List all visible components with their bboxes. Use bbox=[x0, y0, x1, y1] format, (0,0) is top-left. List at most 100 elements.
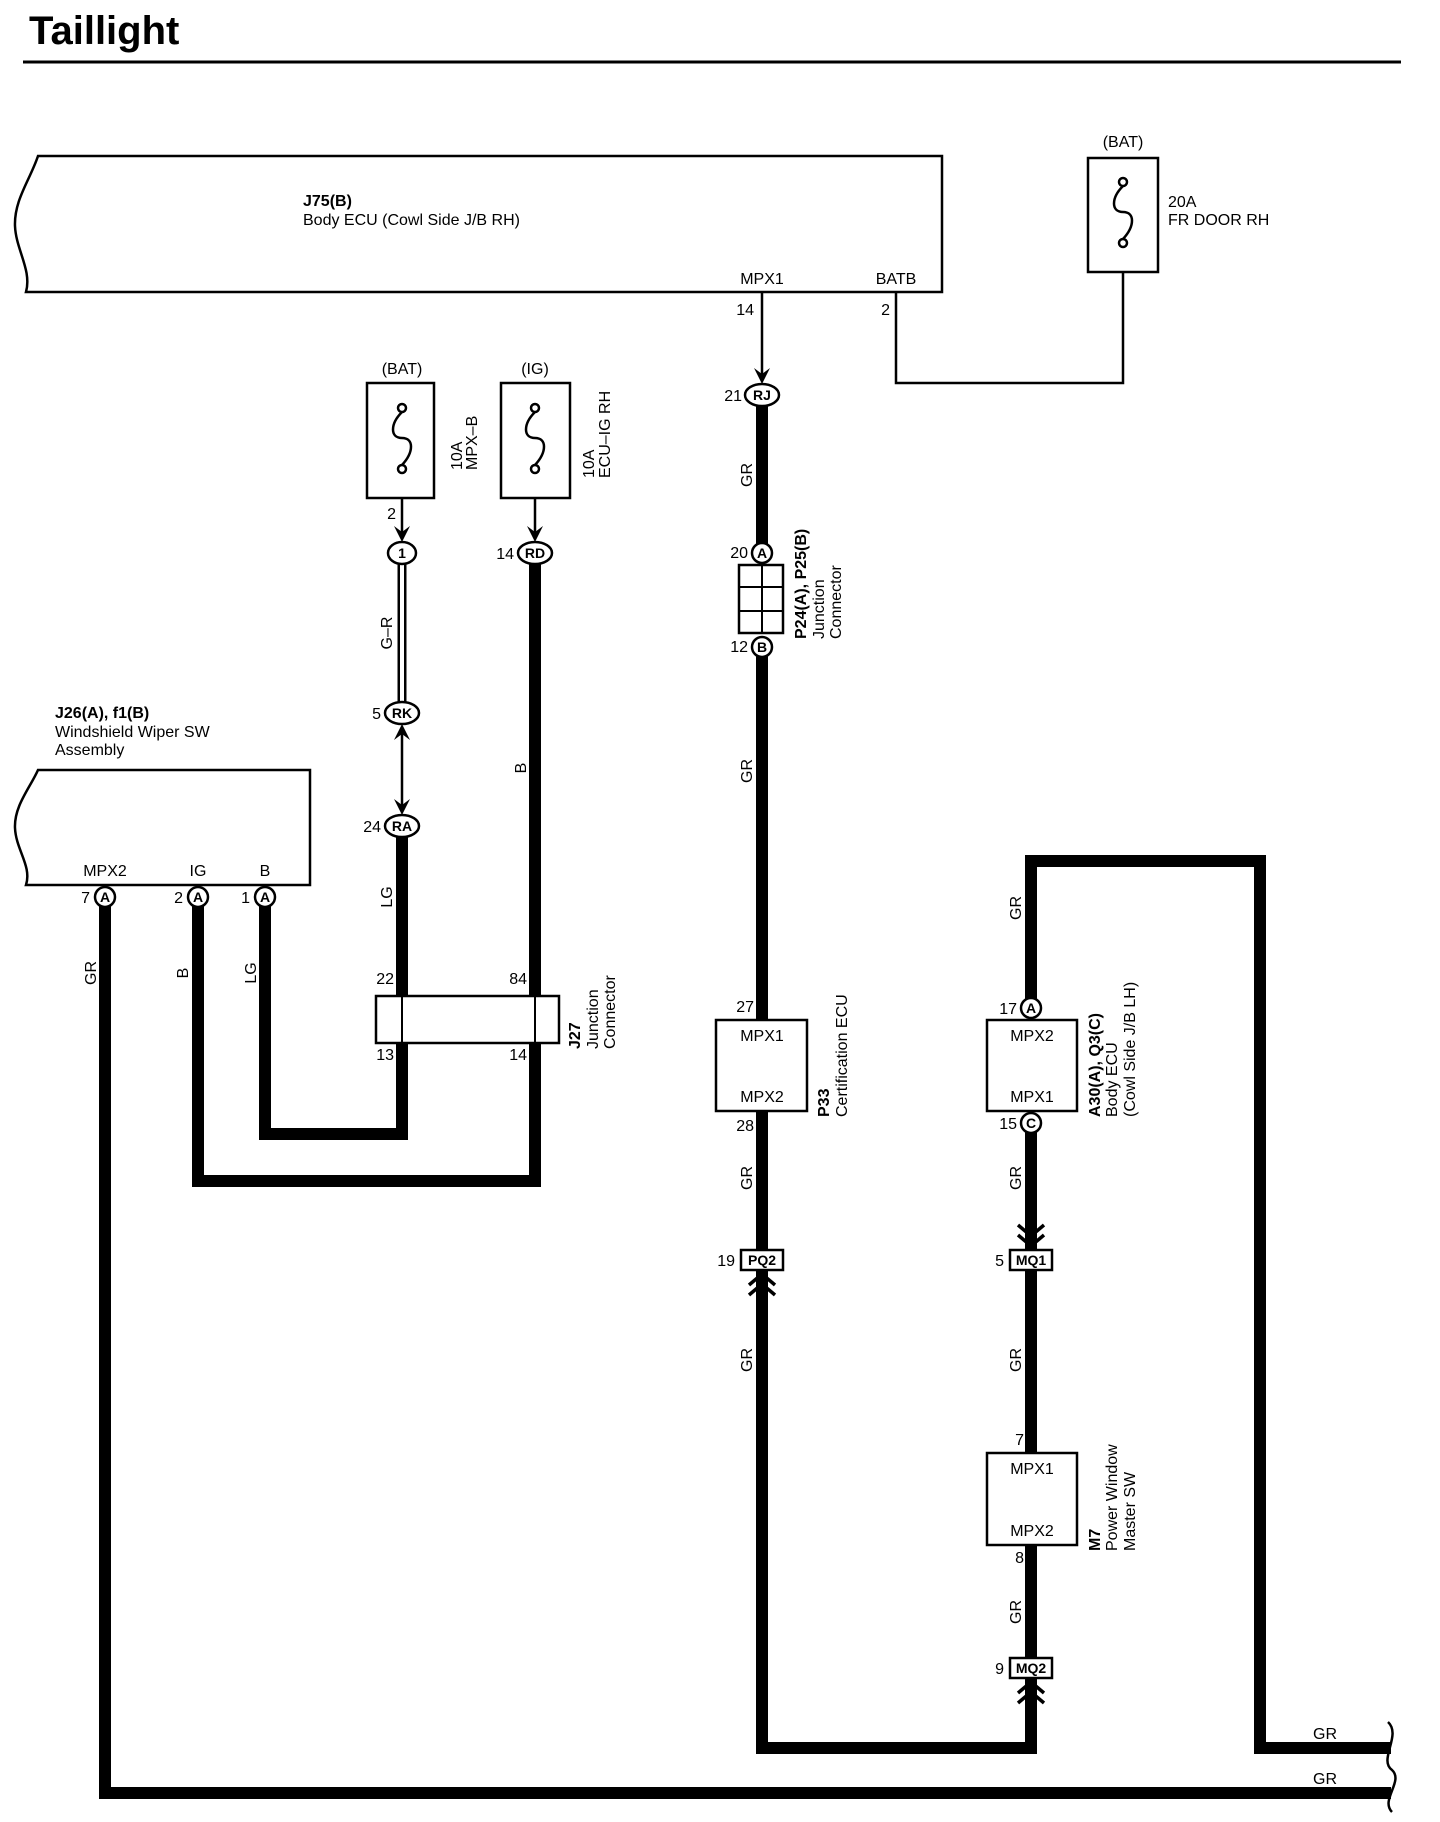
fuse-ecu-ig-name: ECU–IG RH bbox=[597, 391, 614, 478]
wire-label-j26-mpx2: GR bbox=[83, 961, 100, 985]
arrow-down-icon bbox=[754, 368, 770, 384]
connector-q3-c-pin: 15 bbox=[999, 1116, 1017, 1133]
j27-box bbox=[374, 994, 561, 1045]
j26-box bbox=[13, 768, 312, 887]
wire-label-a30-top: GR bbox=[1008, 896, 1025, 920]
wire-label-pq2-bus: GR bbox=[739, 1348, 756, 1372]
connector-j26-b: A bbox=[253, 885, 277, 909]
j27-name-line2: Connector bbox=[602, 975, 619, 1049]
connector-pq2: PQ2 bbox=[739, 1248, 785, 1272]
p33-pin-top: 27 bbox=[736, 999, 754, 1016]
j26-term-ig: IG bbox=[190, 863, 207, 880]
p33-box bbox=[714, 1018, 809, 1113]
wire-label-j26-ig: B bbox=[175, 968, 192, 979]
wire-gr-pq2-mq2 bbox=[756, 1264, 1037, 1754]
connector-pq2-pin: 19 bbox=[717, 1253, 735, 1270]
fuse-mpx-b-box bbox=[365, 381, 436, 500]
fuse-fr-door-rating: 20A bbox=[1168, 194, 1197, 211]
j75-pin-mpx1: 14 bbox=[736, 302, 754, 319]
connector-j26-mpx2-pin: 7 bbox=[81, 890, 90, 907]
connector-rj: RJ bbox=[743, 382, 781, 408]
connector-j26-b-pin: 1 bbox=[241, 890, 250, 907]
connector-ra-pin: 24 bbox=[363, 819, 381, 836]
connector-j26-ig: A bbox=[186, 885, 210, 909]
fuse-mpx-b-pin: 2 bbox=[387, 506, 396, 523]
a30-term-top: MPX2 bbox=[1010, 1028, 1054, 1045]
connector-p25-b-pin: 12 bbox=[730, 639, 748, 656]
m7-pin-top: 7 bbox=[1015, 1432, 1024, 1449]
j27-name-line1: Junction bbox=[585, 989, 602, 1049]
wire-label-p33-pq2: GR bbox=[739, 1166, 756, 1190]
p24-name-line2: Connector bbox=[828, 565, 845, 639]
connector-rk-pin: 5 bbox=[372, 706, 381, 723]
body-ecu-j75-box bbox=[13, 154, 944, 294]
connector-ra: RA bbox=[383, 813, 421, 839]
connector-j26-b-code: A bbox=[260, 889, 270, 905]
wire-label-rd-j27: B bbox=[513, 763, 530, 774]
wire-label-c1-rk: G–R bbox=[379, 617, 396, 650]
arrow-down-icon bbox=[394, 799, 410, 815]
p33-name: Certification ECU bbox=[834, 994, 851, 1117]
a30-name-line1: Body ECU bbox=[1104, 1042, 1121, 1117]
connector-a30-a-code: A bbox=[1026, 1000, 1036, 1016]
chevron-up-icon bbox=[1016, 1679, 1046, 1695]
connector-q3-c-code: C bbox=[1026, 1115, 1036, 1131]
j27-pin-out-lg: 13 bbox=[376, 1047, 394, 1064]
connector-mq1-pin: 5 bbox=[995, 1253, 1004, 1270]
connector-j26-ig-code: A bbox=[193, 889, 203, 905]
wire-label-m7-mq2: GR bbox=[1008, 1600, 1025, 1624]
chevron-up-icon bbox=[747, 1271, 777, 1287]
page-title: Taillight bbox=[29, 9, 179, 53]
connector-rd-pin: 14 bbox=[496, 546, 514, 563]
a30-box bbox=[985, 1018, 1079, 1113]
chevron-down-icon bbox=[1016, 1223, 1046, 1239]
m7-name-line1: Power Window bbox=[1104, 1444, 1121, 1551]
wire-gr-right-loop bbox=[1025, 855, 1391, 1754]
connector-1: 1 bbox=[386, 540, 418, 566]
fuse-fr-door-box bbox=[1086, 156, 1160, 274]
connector-rk-code: RK bbox=[392, 705, 412, 721]
wire-b-j26-ig bbox=[192, 903, 541, 1187]
wire-break-icon bbox=[1386, 1721, 1397, 1813]
j27-pin-in-lg: 22 bbox=[376, 971, 394, 988]
j27-pin-in-b: 84 bbox=[509, 971, 527, 988]
connector-mq2-code: MQ2 bbox=[1016, 1660, 1047, 1676]
j27-id: J27 bbox=[567, 1022, 584, 1049]
connector-1-code: 1 bbox=[398, 545, 406, 561]
j26-id: J26(A), f1(B) bbox=[55, 705, 149, 722]
j75-pin-batb: 2 bbox=[881, 302, 890, 319]
arrow-down-icon bbox=[394, 526, 410, 542]
connector-q3-c: C bbox=[1019, 1111, 1043, 1135]
wire-label-right-upper: GR bbox=[1313, 1726, 1337, 1743]
p24-name-line1: Junction bbox=[811, 579, 828, 639]
j26-name-line1: Windshield Wiper SW bbox=[55, 724, 211, 741]
j26-name-line2: Assembly bbox=[55, 742, 124, 759]
connector-a30-a: A bbox=[1019, 996, 1043, 1020]
connector-rd-code: RD bbox=[525, 545, 545, 561]
wire-label-mq1-m7: GR bbox=[1008, 1348, 1025, 1372]
wire-label-rj-p24: GR bbox=[739, 463, 756, 487]
connector-p24-a-pin: 20 bbox=[730, 545, 748, 562]
wire-label-a30-mq1: GR bbox=[1008, 1166, 1025, 1190]
m7-id: M7 bbox=[1087, 1529, 1104, 1551]
connector-mq2: MQ2 bbox=[1008, 1656, 1054, 1680]
connector-p24-a: A bbox=[750, 541, 774, 565]
chevron-up-icon bbox=[1016, 1689, 1046, 1705]
fuse-mpx-b-source: (BAT) bbox=[382, 361, 423, 378]
connector-p25-b-code: B bbox=[757, 639, 767, 655]
connector-pq2-code: PQ2 bbox=[748, 1252, 776, 1268]
connector-j26-ig-pin: 2 bbox=[174, 890, 183, 907]
p33-pin-bottom: 28 bbox=[736, 1118, 754, 1135]
j75-id: J75(B) bbox=[303, 193, 352, 210]
j26-term-b: B bbox=[260, 863, 271, 880]
p33-id: P33 bbox=[816, 1088, 833, 1117]
wire-label-j26-b: LG bbox=[243, 962, 260, 983]
fuse-ecu-ig-rating: 10A bbox=[581, 449, 598, 478]
fuse-fr-door-name: FR DOOR RH bbox=[1168, 212, 1269, 229]
chevron-down-icon bbox=[1016, 1233, 1046, 1249]
p24-id: P24(A), P25(B) bbox=[793, 529, 810, 639]
connector-rj-pin: 21 bbox=[724, 388, 742, 405]
fuse-mpx-b-rating: 10A bbox=[449, 441, 466, 470]
wire-gr-j26-mpx2 bbox=[99, 903, 1391, 1799]
